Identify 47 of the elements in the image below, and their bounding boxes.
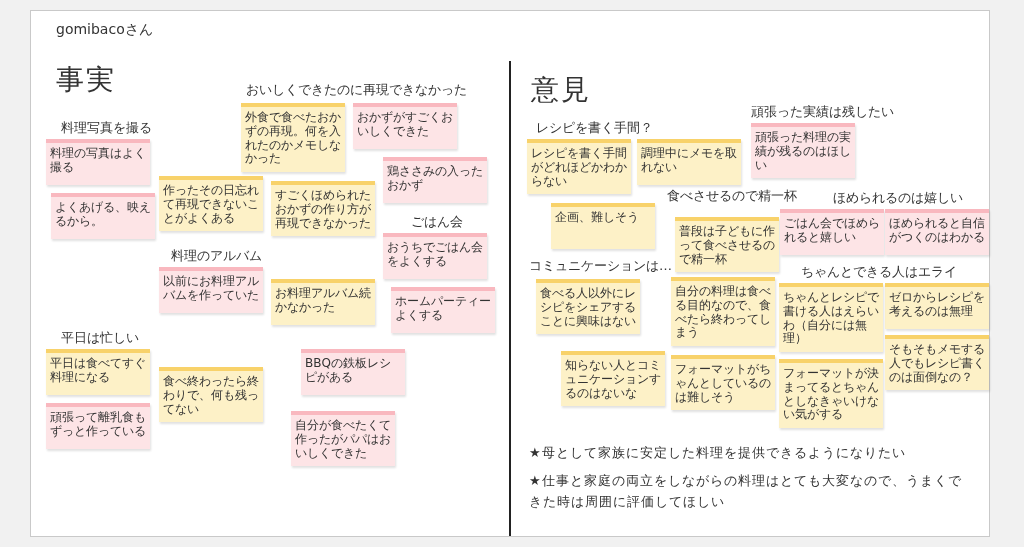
sticky-note: 調理中にメモを取れない: [637, 139, 741, 185]
group-heading: ほめられるのは嬉しい: [833, 189, 963, 207]
group-heading: 食べさせるので精一杯: [667, 187, 797, 205]
sticky-note: BBQの鉄板レシピがある: [301, 349, 405, 395]
sticky-note: 平日は食べてすぐ料理になる: [46, 349, 150, 395]
group-heading: 料理写真を撮る: [61, 119, 152, 137]
sticky-note: 自分が食べたくて作ったがパパはおいしくできた: [291, 411, 395, 467]
author-name: gomibacoさん: [56, 21, 153, 39]
sticky-note: 自分の料理は食べる目的なので、食べたら終わってしまう: [671, 277, 775, 347]
sticky-note: レシピを書く手間がどれほどかわからない: [527, 139, 631, 195]
group-heading: 料理のアルバム: [171, 247, 262, 265]
group-heading: ちゃんとできる人はエライ: [801, 263, 957, 281]
note-text: ★仕事と家庭の両立をしながらの料理はとても大変なので、うまくできた時は周囲に評価してほしい: [529, 472, 963, 511]
sticky-note: ホームパーティーよくする: [391, 287, 495, 333]
sticky-note: ほめられると自信がつくのはわかる: [885, 209, 989, 255]
sticky-note: そもそもメモする人でもレシピ書くのは面倒なの？: [885, 335, 989, 391]
sticky-note: フォーマットがちゃんとしているのは難しそう: [671, 355, 775, 411]
sticky-note: おかずがすごくおいしくできた: [353, 103, 457, 149]
group-heading: ごはん会: [411, 213, 463, 231]
group-heading: レシピを書く手間？: [536, 119, 653, 137]
group-heading: コミュニケーションは…: [529, 257, 672, 275]
sticky-note: 作ったその日忘れて再現できないことがよくある: [159, 176, 263, 232]
sticky-note: 頑張って離乳食もずっと作っている: [46, 403, 150, 449]
sticky-note: 頑張った料理の実績が残るのはほしい: [751, 123, 855, 179]
section-heading: 事実: [56, 62, 116, 98]
sticky-note: 企画、難しそう: [551, 203, 655, 249]
sticky-note: すごくほめられたおかずの作り方が再現できなかった: [271, 181, 375, 237]
sticky-note: おうちでごはん会をよくする: [383, 233, 487, 279]
sticky-note: 食べる人以外にレシピをシェアすることに興味はない: [536, 279, 640, 335]
group-heading: おいしくできたのに再現できなかった: [246, 81, 467, 99]
group-heading: 平日は忙しい: [61, 329, 139, 347]
sticky-note: ゼロからレシピを考えるのは無理: [885, 283, 989, 329]
section-heading: 意見: [531, 72, 591, 108]
sticky-note: 外食で食べたおかずの再現。何を入れたのかメモしなかった: [241, 103, 345, 173]
sticky-note: 以前にお料理アルバムを作っていた: [159, 267, 263, 313]
sticky-note: 知らない人とコミュニケーションするのはないな: [561, 351, 665, 407]
sticky-note: 食べ終わったら終わりで、何も残ってない: [159, 367, 263, 423]
sticky-note: ちゃんとレシピで書ける人はえらいわ（自分には無理）: [779, 283, 883, 353]
group-heading: 頑張った実績は残したい: [751, 103, 894, 121]
sticky-note: ごはん会でほめられると嬉しい: [780, 209, 884, 255]
sticky-note: 普段は子どもに作って食べさせるので精一杯: [675, 217, 779, 273]
sticky-note: よくあげる、映えるから。: [51, 193, 155, 239]
sticky-note: フォーマットが決まってるとちゃんとしなきゃいけない気がする: [779, 359, 883, 429]
sticky-note: 料理の写真はよく撮る: [46, 139, 150, 185]
sticky-note: 鶏ささみの入ったおかず: [383, 157, 487, 203]
note-text: ★母として家族に安定した料理を提供できるようになりたい: [529, 444, 907, 462]
sticky-note: お料理アルバム続かなかった: [271, 279, 375, 325]
